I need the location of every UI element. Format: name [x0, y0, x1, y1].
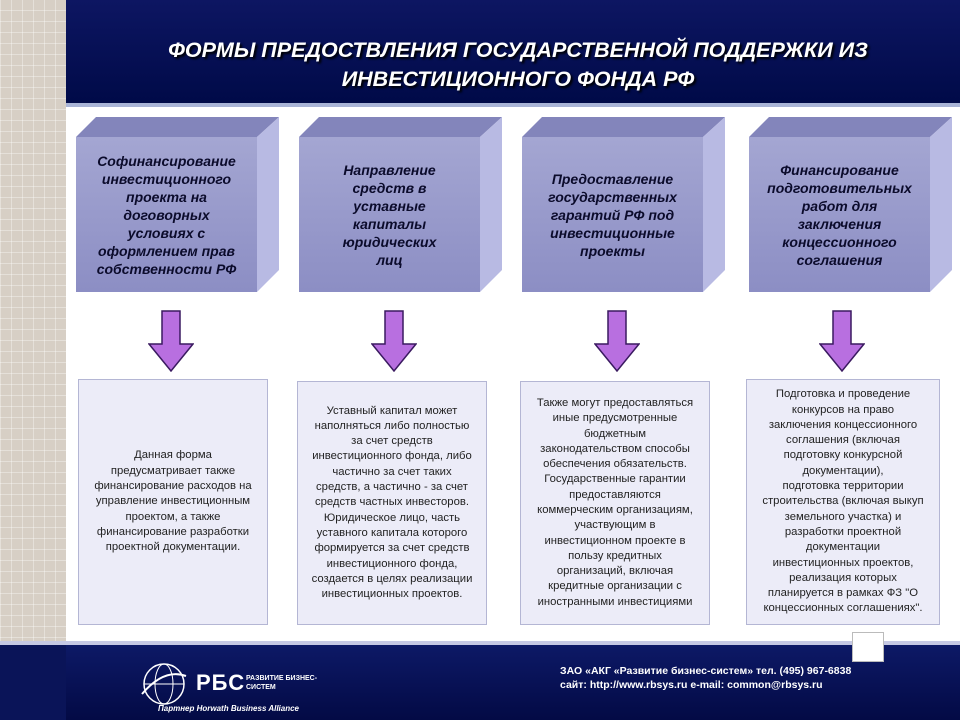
card-top-face: [299, 117, 502, 137]
arrow-down-icon: [371, 310, 417, 372]
card-front-face: Направление средств в уставные капиталы …: [299, 137, 480, 292]
footer-bar: [66, 645, 960, 720]
form-card-charter-capital: Направление средств в уставные капиталы …: [299, 117, 502, 292]
card-top-face: [76, 117, 279, 137]
footer-divider: [0, 641, 960, 645]
description-text: Подготовка и проведение конкурсов на пра…: [762, 388, 924, 615]
description-text: Данная форма предусматривает также финан…: [94, 449, 252, 554]
card-front-face: Предоставление государственных гарантий …: [522, 137, 703, 292]
form-card-cofinancing: Софинансирование инвестиционного проекта…: [76, 117, 279, 292]
arrow-down-icon: [148, 310, 194, 372]
form-label: Софинансирование инвестиционного проекта…: [96, 152, 237, 277]
card-top-face: [522, 117, 725, 137]
arrow-down-icon: [594, 310, 640, 372]
description-text: Уставный капитал может наполняться либо …: [311, 404, 473, 601]
decorative-grid-strip: [0, 0, 66, 645]
company-phone: ЗАО «АКГ «Развитие бизнес-систем» тел. (…: [560, 665, 852, 677]
company-contacts: ЗАО «АКГ «Развитие бизнес-систем» тел. (…: [560, 664, 851, 692]
slide-corner-mark: [852, 632, 884, 662]
card-front-face: Финансирование подготовительных работ дл…: [749, 137, 930, 292]
description-box-cofinancing: Данная форма предусматривает также финан…: [78, 379, 268, 625]
page-title: ФОРМЫ ПРЕДОСТВЛЕНИЯ ГОСУДАРСТВЕННОЙ ПОДД…: [168, 38, 868, 91]
title-divider: [66, 103, 960, 107]
description-box-state-guarantees: Также могут предоставляться иные предусм…: [520, 381, 710, 625]
description-text: Также могут предоставляться иные предусм…: [536, 396, 694, 608]
description-box-preparatory-works: Подготовка и проведение конкурсов на пра…: [746, 379, 940, 625]
card-front-face: Софинансирование инвестиционного проекта…: [76, 137, 257, 292]
card-side-face: [480, 117, 502, 292]
partner-note: Партнер Horwath Business Alliance: [158, 704, 299, 713]
form-label: Финансирование подготовительных работ дл…: [767, 161, 912, 268]
title-banner: [66, 0, 960, 103]
description-box-charter-capital: Уставный капитал может наполняться либо …: [297, 381, 487, 625]
company-site-email[interactable]: сайт: http://www.rbsys.ru e-mail: common…: [560, 679, 823, 691]
form-card-state-guarantees: Предоставление государственных гарантий …: [522, 117, 725, 292]
footer-left-block: [0, 645, 66, 720]
card-side-face: [703, 117, 725, 292]
arrow-down-icon: [819, 310, 865, 372]
form-card-preparatory-works: Финансирование подготовительных работ дл…: [749, 117, 952, 292]
card-side-face: [930, 117, 952, 292]
form-label: Направление средств в уставные капиталы …: [342, 161, 437, 268]
card-top-face: [749, 117, 952, 137]
globe-logo-icon: [141, 663, 187, 705]
form-label: Предоставление государственных гарантий …: [548, 170, 677, 259]
company-logo-name: РБС: [196, 670, 246, 695]
company-logo-tagline: РАЗВИТИЕ БИЗНЕС-СИСТЕМ: [246, 675, 318, 691]
card-side-face: [257, 117, 279, 292]
